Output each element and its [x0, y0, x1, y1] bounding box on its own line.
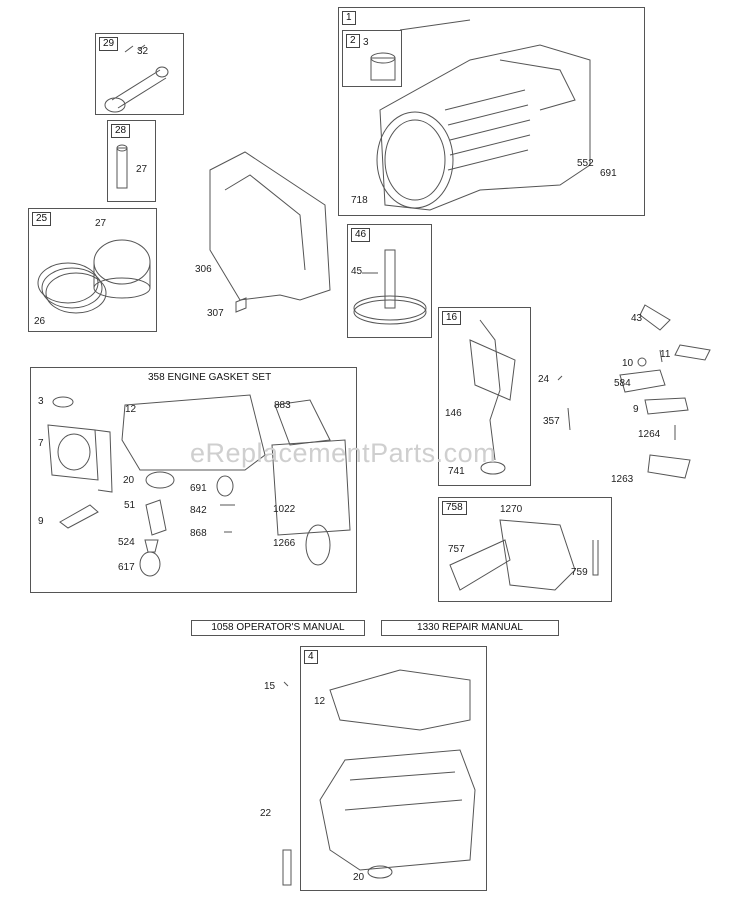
part-label[interactable]: 306 — [195, 264, 212, 275]
part-label[interactable]: 307 — [207, 308, 224, 319]
part-label[interactable]: 27 — [95, 218, 107, 229]
part-label[interactable]: 32 — [137, 46, 149, 57]
group-2-box: 2 — [342, 30, 402, 87]
part-label[interactable]: 552 — [577, 158, 594, 169]
group-28-box: 28 — [107, 120, 156, 202]
cylinder-block-drawing — [376, 19, 591, 211]
group-25-box: 25 — [28, 208, 157, 332]
piston-rings-drawing — [37, 262, 99, 304]
repair-manual-link[interactable]: 1330 REPAIR MANUAL — [381, 620, 559, 636]
group-1-tag: 1 — [342, 11, 356, 25]
operators-manual-link[interactable]: 1058 OPERATOR'S MANUAL — [191, 620, 365, 636]
part-label[interactable]: 357 — [543, 416, 560, 427]
part-label[interactable]: 883 — [274, 400, 291, 411]
group-29-box: 29 — [95, 33, 184, 115]
governor-lever-drawing — [449, 539, 511, 591]
group-758-box: 758 — [438, 497, 612, 602]
part-label[interactable]: 27 — [136, 164, 148, 175]
group-46-box: 46 — [347, 224, 432, 338]
group-16-tag: 16 — [442, 311, 462, 325]
part-label[interactable]: 741 — [448, 466, 465, 477]
part-label[interactable]: 3 — [363, 37, 369, 48]
part-label[interactable]: 1022 — [273, 504, 296, 515]
part-label[interactable]: 3 — [38, 396, 44, 407]
gasket-set-title: 358 ENGINE GASKET SET — [148, 372, 272, 383]
part-label[interactable]: 842 — [190, 505, 207, 516]
part-label[interactable]: 43 — [631, 313, 643, 324]
group-46-tag: 46 — [351, 228, 371, 242]
part-label[interactable]: 868 — [190, 528, 207, 539]
part-label[interactable]: 51 — [124, 500, 136, 511]
part-label[interactable]: 45 — [351, 266, 363, 277]
group-758-tag: 758 — [442, 501, 467, 515]
group-28-tag: 28 — [111, 124, 131, 138]
oil-sump-drawing — [319, 749, 476, 871]
part-label[interactable]: 1263 — [611, 474, 634, 485]
part-label[interactable]: 9 — [38, 516, 44, 527]
part-label[interactable]: 617 — [118, 562, 135, 573]
group-4-tag: 4 — [304, 650, 318, 664]
part-label[interactable]: 691 — [600, 168, 617, 179]
group-16-box: 16 — [438, 307, 531, 486]
group-2-tag: 2 — [346, 34, 360, 48]
sump-gasket-drawing — [329, 669, 471, 731]
part-label[interactable]: 718 — [351, 195, 368, 206]
piston-pin-drawing — [116, 147, 128, 189]
part-label[interactable]: 20 — [353, 872, 365, 883]
governor-housing-drawing — [499, 519, 576, 591]
part-label[interactable]: 22 — [260, 808, 272, 819]
gasket-set-drawing — [47, 394, 351, 577]
gasket-set-box — [30, 367, 357, 593]
part-label[interactable]: 759 — [571, 567, 588, 578]
group-25-tag: 25 — [32, 212, 52, 226]
part-label[interactable]: 524 — [118, 537, 135, 548]
crankshaft-drawing — [479, 319, 501, 461]
part-label[interactable]: 757 — [448, 544, 465, 555]
part-label[interactable]: 1270 — [500, 504, 523, 515]
group-1-box: 1 — [338, 7, 645, 216]
part-label[interactable]: 9 — [633, 404, 639, 415]
connecting-rod-drawing — [111, 69, 167, 109]
part-label[interactable]: 1266 — [273, 538, 296, 549]
part-label[interactable]: 20 — [123, 475, 135, 486]
part-label[interactable]: 1264 — [638, 429, 661, 440]
governor-parts-drawing — [639, 304, 671, 331]
part-label[interactable]: 11 — [660, 349, 671, 360]
air-guide-drawing — [209, 151, 331, 301]
part-label[interactable]: 146 — [445, 408, 462, 419]
part-label[interactable]: 691 — [190, 483, 207, 494]
part-label[interactable]: 12 — [125, 404, 137, 415]
part-label[interactable]: 24 — [538, 374, 550, 385]
part-label[interactable]: 7 — [38, 438, 44, 449]
cam-gear-drawing — [353, 299, 427, 325]
part-label[interactable]: 584 — [614, 378, 631, 389]
group-29-tag: 29 — [99, 37, 119, 51]
part-label[interactable]: 10 — [622, 358, 634, 369]
part-label[interactable]: 15 — [264, 681, 276, 692]
watermark: eReplacementParts.com — [190, 438, 497, 468]
part-label[interactable]: 12 — [314, 696, 326, 707]
group-4-box: 4 — [300, 646, 487, 891]
part-label[interactable]: 26 — [34, 316, 46, 327]
